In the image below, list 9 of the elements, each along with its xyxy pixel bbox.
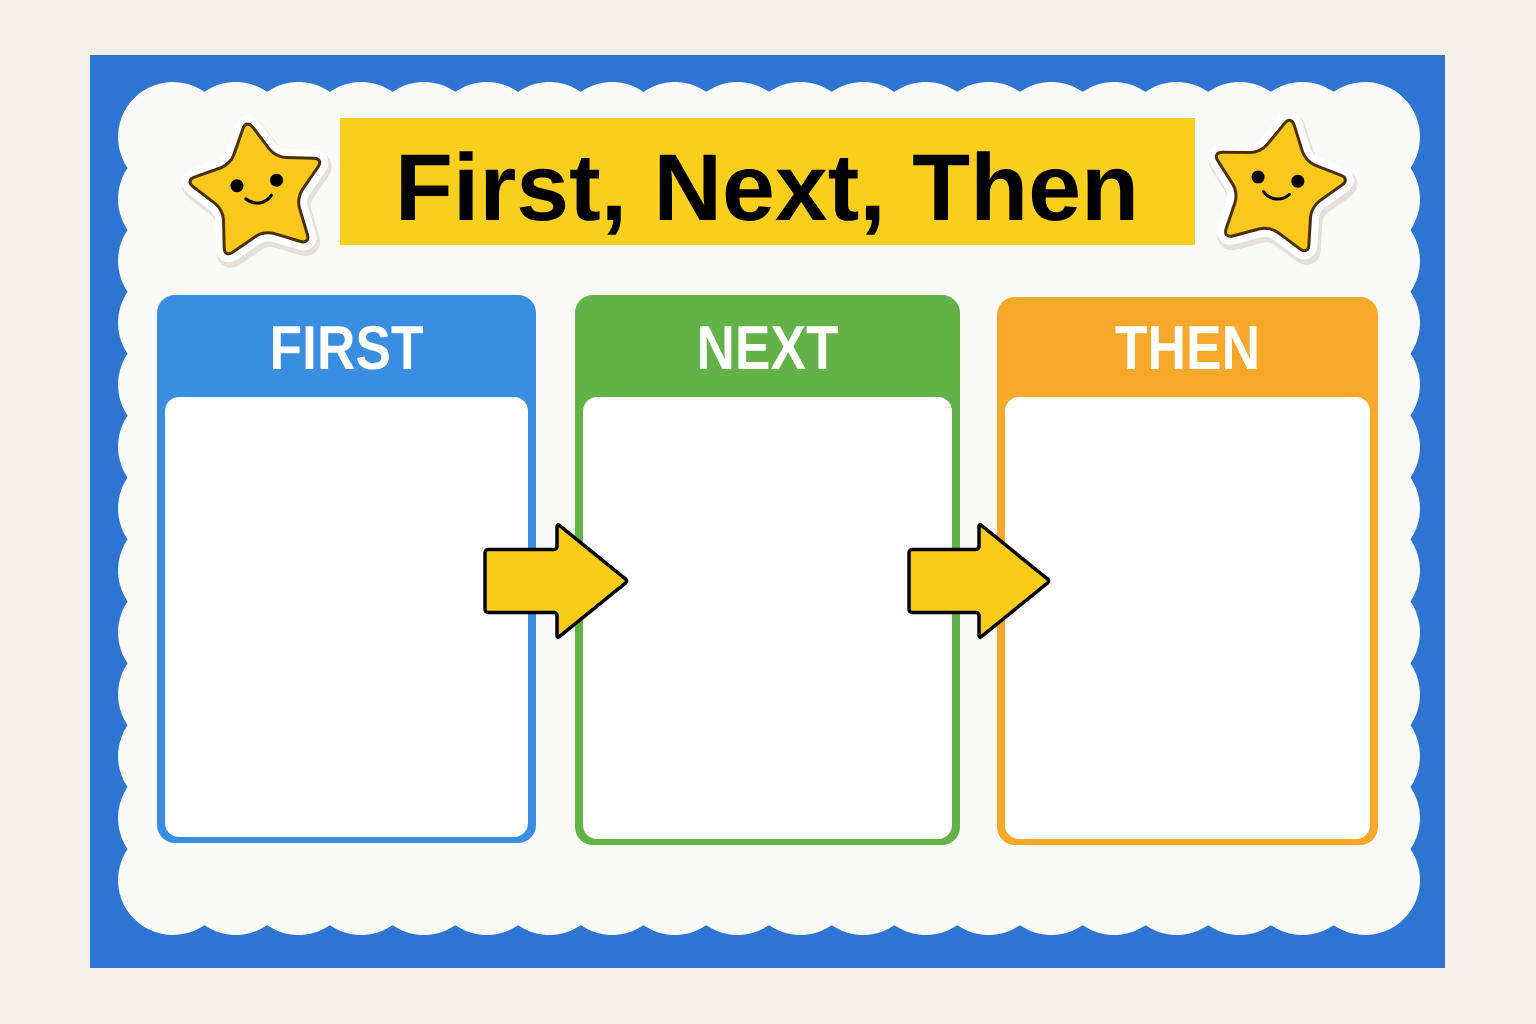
arrow <box>483 523 629 639</box>
card-heading: THEN <box>1115 326 1257 369</box>
step-card <box>157 295 536 843</box>
step-card <box>575 295 960 845</box>
card-heading: NEXT <box>699 326 839 369</box>
card-heading: FIRST <box>273 325 423 370</box>
step-card <box>997 297 1378 845</box>
title-banner: First, Next, Then <box>340 118 1195 245</box>
arrow <box>907 523 1051 639</box>
